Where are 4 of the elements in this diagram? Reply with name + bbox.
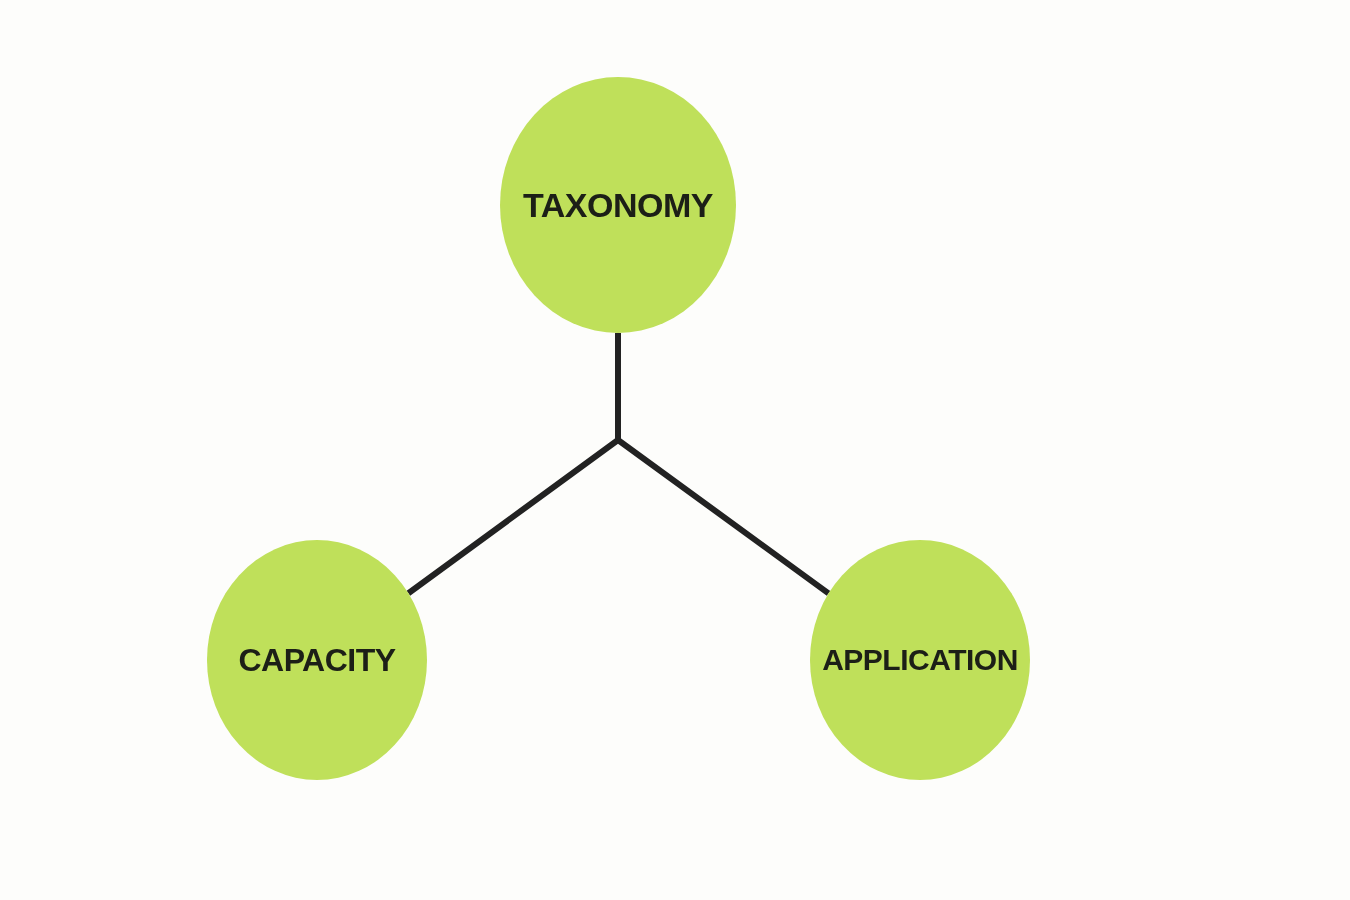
topic-label: CAPACITY bbox=[238, 641, 396, 679]
topic-label: APPLICATION bbox=[822, 643, 1018, 677]
connector-line bbox=[615, 333, 831, 596]
topic-label: TAXONOMY bbox=[523, 185, 713, 225]
